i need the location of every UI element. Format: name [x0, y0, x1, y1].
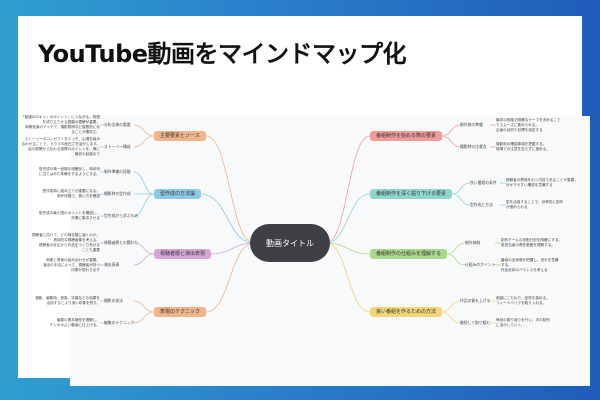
- leaf-text: 印象が変わります: [71, 267, 100, 272]
- sub-topic[interactable]: 制作体制: [465, 240, 481, 245]
- left-sub-link-3-1: [133, 311, 155, 324]
- left-branch-1[interactable]: 型作成の方法論: [154, 189, 202, 199]
- leaf-text: 「普通の中キリ」のポイント」につながる、物語: [20, 115, 100, 119]
- right-branch-link-0: [325, 135, 371, 244]
- leaf-text: 細部にこだわり、品質を高める。: [496, 296, 550, 300]
- right-branch-link-1: [325, 193, 371, 244]
- leaf-text: フィードバックを取り入れる。: [496, 301, 547, 305]
- leaf-text: 型作成の最小限のポイントを確認し、: [38, 211, 100, 215]
- left-sub-link-1-2: [133, 193, 155, 217]
- sub-topic[interactable]: 撮影時の注意点: [460, 144, 487, 149]
- sub-topic[interactable]: 制作前の準備: [460, 122, 483, 127]
- left-branch-link-0: [205, 135, 255, 244]
- right-branch-2[interactable]: 番組制作の仕組みを理解する: [370, 249, 448, 259]
- leaf-text: 視聴者の反応から作品をつくりあげる: [38, 243, 100, 247]
- leaf-text: 撮影前の確認事項を把握する。: [496, 142, 547, 146]
- leaf-text: 話の展開から伝わる感情のポイントを、様に: [28, 147, 100, 151]
- sub-topic[interactable]: 仕組みのポイント: [465, 262, 496, 267]
- sub-topic[interactable]: 視聴者層との関わり: [104, 240, 139, 245]
- sub-topic[interactable]: 継続して取り組む: [460, 320, 491, 325]
- mindmap-links: [100, 124, 506, 324]
- left-sub-link-3-0: [133, 300, 155, 313]
- left-sub-link-1-0: [133, 171, 155, 195]
- right-sub-link-0-1: [441, 135, 461, 148]
- leaf-text: が進められる: [506, 205, 528, 209]
- right-branch-3[interactable]: 良い番組を作るための方法: [370, 307, 443, 317]
- sub-topic[interactable]: 型作成と方法: [470, 202, 493, 207]
- leaf-text: に活かしていく。: [496, 323, 525, 327]
- leaf-text: 作業に集中させる: [71, 216, 100, 220]
- sub-topic[interactable]: 撮影時の型作成: [104, 191, 131, 196]
- sub-topic[interactable]: 型作成から学ぶもの: [104, 213, 139, 218]
- right-sub-link-1-1: [451, 193, 471, 206]
- leaf-text: テンポのよい動画に仕上げる。: [49, 323, 100, 327]
- leaf-text: に当てはめた準備をするようにする。: [38, 172, 100, 176]
- leaf-text: 制作段階で、使い方を確認: [57, 194, 100, 198]
- page-title: YouTube動画をマインドマップ化: [38, 40, 407, 68]
- leaf-text: 最初の段階で明確なテーマを決めること: [496, 117, 561, 122]
- left-branch-link-2: [210, 242, 255, 255]
- left-sub-link-0-1: [133, 135, 155, 148]
- sub-topic[interactable]: 分析全体の重要: [104, 122, 131, 127]
- leaf-text: 型作成の第一段階を明確化し、時系列: [38, 167, 100, 171]
- sub-topic[interactable]: ストーリー構成: [104, 144, 131, 149]
- leaf-text: ることが要件だ。: [71, 130, 100, 134]
- right-sub-link-0-0: [441, 124, 461, 137]
- leaf-text: 型作成時に組み立てが重要になる。: [42, 189, 101, 193]
- right-sub-link-2-0: [446, 242, 466, 255]
- leaf-text: 視聴者に向けて、どの様な層に届くのか。: [31, 233, 100, 237]
- leaf-text: 番組の全体像を把握し、流れを意識: [501, 257, 559, 262]
- sub-topic[interactable]: 制作準備の段階: [104, 169, 131, 174]
- leaf-text: する。: [501, 262, 512, 267]
- right-sub-link-3-0: [441, 300, 461, 313]
- leaf-text: 型を活用することで、効率的に制作: [506, 200, 564, 204]
- leaf-text: 映像音楽のアイデア、撮影照明など複数的にあ: [25, 125, 100, 129]
- leaf-text: 最初の結論まで: [74, 152, 100, 156]
- leaf-text: 編集の基本操作を理解し、: [56, 318, 100, 322]
- leaf-text: 活用するとより深い印象を残す。: [46, 301, 100, 305]
- center-node[interactable]: 動画タイトル: [250, 224, 330, 262]
- right-branch-1[interactable]: 番組制作を深く掘り下げる要素: [370, 189, 453, 199]
- leaf-text: ことも重要: [82, 248, 100, 252]
- right-sub-link-2-1: [446, 253, 466, 266]
- leaf-text: 具体的な視聴者像を考える。: [53, 238, 100, 242]
- leaf-text: でスムーズに進められる。: [496, 122, 539, 127]
- left-sub-link-2-0: [133, 242, 155, 255]
- leaf-text: 撮影、編集時、音楽、字幕などの効果を: [35, 296, 100, 300]
- left-branch-0[interactable]: 主要要素とソース: [154, 131, 206, 141]
- leaf-text: 企画の目的や目標を設定する: [496, 127, 543, 132]
- content-card: YouTube動画をマインドマップ化 動画タイトル 主要要素とソース 分析全体の重…: [18, 16, 590, 386]
- left-branch-2[interactable]: 視聴者層と演出表現: [154, 249, 212, 259]
- left-branch-3[interactable]: 表現のテクニック: [154, 307, 207, 317]
- sub-topic[interactable]: 撮影の技法: [104, 298, 123, 303]
- sub-topic[interactable]: 編集のテクニック: [104, 320, 135, 325]
- leaf-text: 合わせることで、ドラマの面白さを活かします。: [21, 142, 100, 146]
- leaf-text: ストーリーのコンセプトをエッチ、山場を組み: [24, 137, 100, 141]
- right-sub-link-3-1: [441, 311, 461, 324]
- leaf-text: 分かりやすい構成を意識する: [506, 183, 553, 187]
- sub-topic[interactable]: 良い番組の条件: [470, 180, 497, 185]
- leaf-text: 各担当者の責任範囲を理解する。: [501, 243, 555, 247]
- leaf-text: を成り立たせる基盤の理解が重要。: [42, 120, 101, 124]
- left-branch-link-3: [205, 242, 255, 313]
- leaf-text: 制作チームの役割分担を明確にする。: [501, 238, 563, 242]
- left-sub-link-0-0: [133, 124, 155, 137]
- leaf-text: 視聴者の興味を引く内容であることが重要。: [506, 178, 578, 182]
- right-branch-0[interactable]: 番組制作を始める際の要素: [370, 131, 443, 141]
- left-sub-link-2-1: [133, 253, 155, 266]
- sub-topic[interactable]: 演出表現: [104, 262, 120, 267]
- left-branch-link-1: [200, 193, 255, 244]
- leaf-text: 映像と音楽の組み合わせが重要。: [46, 257, 100, 262]
- sub-topic[interactable]: 作品の質を上げる: [460, 298, 491, 303]
- mindmap-canvas: 動画タイトル 主要要素とソース 分析全体の重要「普通の中キリ」のポイント」につなが…: [21, 115, 590, 386]
- leaf-text: 毎回の振り返りを行い、次の制作: [496, 318, 550, 322]
- right-branch-link-2: [325, 242, 371, 255]
- leaf-text: 演出の手法によって、視聴者が持つ: [42, 262, 100, 267]
- leaf-text: 現場での注意を怠らずに進める。: [496, 147, 550, 151]
- right-sub-link-1-0: [451, 182, 471, 195]
- leaf-text: 作品全体のバランスを考える: [501, 267, 548, 272]
- right-branch-link-3: [325, 242, 371, 313]
